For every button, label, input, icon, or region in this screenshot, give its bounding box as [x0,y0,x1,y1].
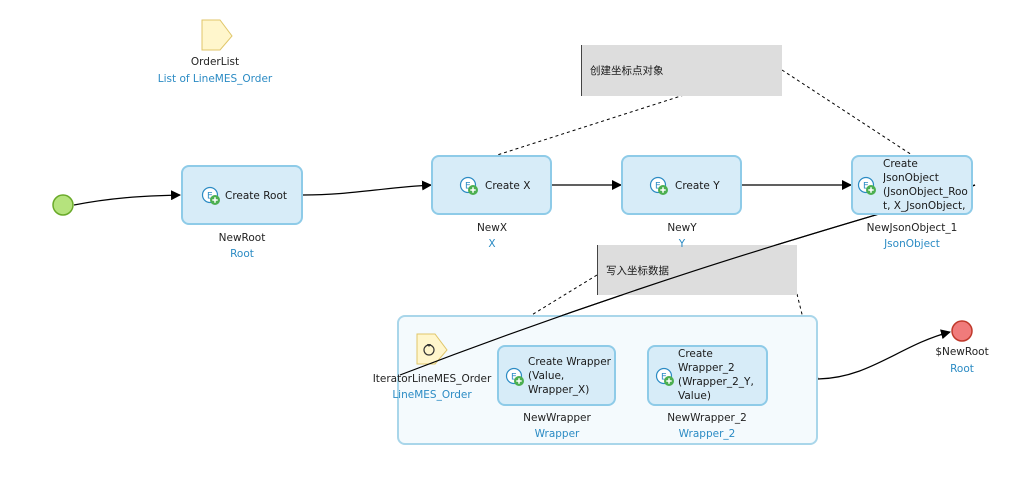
create-json-label-3: (JsonObject_Roo [883,186,968,198]
svg-text:E: E [511,373,517,383]
create-x-label: Create X [485,180,531,192]
create-wrapper-label-2: (Value, [528,370,565,382]
create-object-icon: E [505,367,524,386]
create-wrapper2-label-4: Value) [678,390,711,402]
create-wrapper-type: Wrapper [534,428,580,440]
create-json-label-4: t, X_JsonObject, [883,200,966,212]
end-event-type: Root [950,363,974,375]
end-event-var: $NewRoot [935,346,989,358]
orderlist-parameter-icon [201,19,233,51]
svg-text:E: E [655,182,661,192]
create-object-icon: E [655,367,674,386]
create-wrapper-label-1: Create Wrapper [528,356,611,368]
loop-iterator-type: LineMES_Order [392,389,472,401]
create-wrapper2-label-2: Wrapper_2 [678,362,735,374]
end-event [951,320,973,342]
create-y-label: Create Y [675,180,720,192]
create-root-type: Root [230,248,254,260]
note-write-data[interactable]: 写入坐标数据 [597,245,797,295]
create-object-icon: E [459,176,478,195]
flow-create-root-to-create-x [302,180,432,196]
loop-iterator-name: IteratorLineMES_Order [372,373,492,385]
create-object-icon: E [201,186,220,205]
activity-create-x[interactable]: E Create X [431,155,552,215]
create-wrapper2-var: NewWrapper_2 [667,412,747,424]
create-object-icon: E [857,176,876,195]
create-x-var: NewX [476,222,508,234]
svg-text:E: E [863,182,869,192]
orderlist-type: List of LineMES_Order [157,73,273,85]
note-create-points-text: 创建坐标点对象 [590,65,664,77]
create-json-var: NewJsonObject_1 [866,222,958,234]
create-wrapper-var: NewWrapper [523,412,591,424]
note-create-points[interactable]: 创建坐标点对象 [581,45,782,96]
svg-text:E: E [207,192,213,202]
activity-create-json-object[interactable]: E Create JsonObject (JsonObject_Roo t, X… [851,155,973,215]
create-wrapper-label-3: Wrapper_X) [528,384,590,396]
create-x-type: X [488,238,496,250]
start-event [52,194,74,216]
create-json-label-1: Create [883,158,918,170]
activity-create-wrapper-2[interactable]: E Create Wrapper_2 (Wrapper_2_Y, Value) [647,345,768,406]
note1-link-left [490,94,685,158]
create-y-var: NewY [667,222,697,234]
create-json-label-2: JsonObject [883,172,939,184]
note1-link-right [781,69,913,156]
create-object-icon: E [649,176,668,195]
create-root-var: NewRoot [218,232,266,244]
create-wrapper2-label-3: (Wrapper_2_Y, [678,376,754,388]
create-wrapper2-label-1: Create [678,348,713,360]
svg-text:E: E [661,373,667,383]
orderlist-name: OrderList [190,56,240,68]
create-json-type: JsonObject [884,238,940,250]
svg-text:E: E [465,182,471,192]
create-root-label: Create Root [225,190,288,202]
create-wrapper2-type: Wrapper_2 [678,428,736,440]
flow-start-to-create-root [73,190,181,206]
activity-create-y[interactable]: E Create Y [621,155,742,215]
activity-create-root[interactable]: E Create Root [181,165,303,225]
activity-create-wrapper[interactable]: E Create Wrapper (Value, Wrapper_X) [497,345,616,406]
create-y-type: Y [678,238,686,250]
note-write-data-text: 写入坐标数据 [606,264,669,277]
